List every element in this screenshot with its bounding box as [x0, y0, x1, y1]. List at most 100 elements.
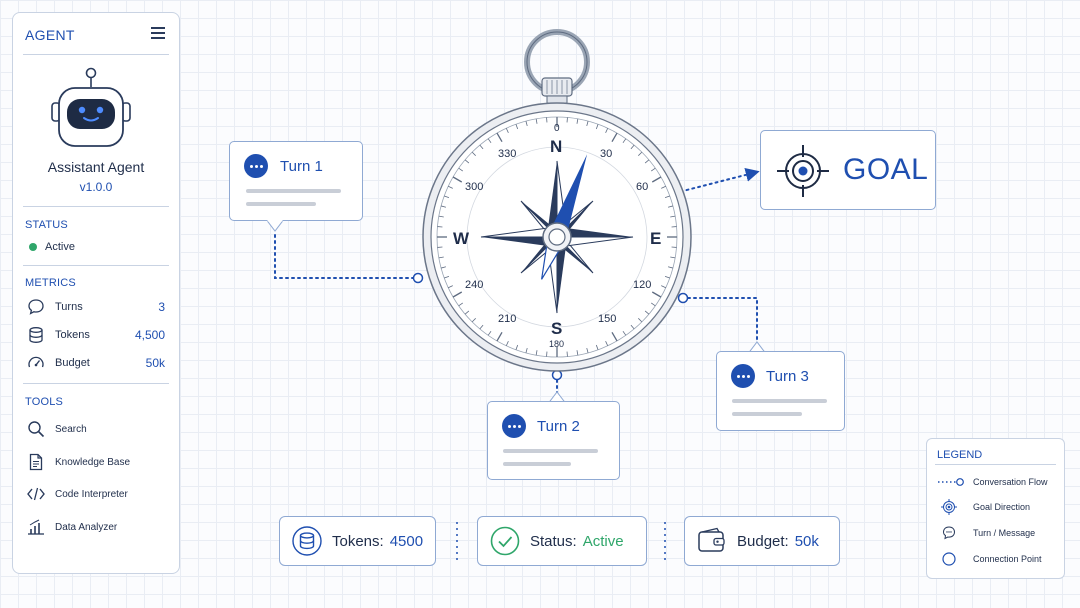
compass-tick — [644, 159, 650, 164]
chat-bubble-icon — [942, 526, 956, 540]
tokens-label: Tokens: — [332, 532, 384, 550]
budget-label: Budget: — [737, 532, 789, 550]
flow-connector-turn1 — [274, 234, 419, 279]
compass-tick — [496, 331, 503, 342]
compass-tick — [505, 128, 509, 133]
compass-tick — [586, 347, 589, 354]
compass-tick — [535, 350, 538, 356]
tool-label: Knowledge Base — [55, 456, 131, 468]
metrics-heading: METRICS — [25, 277, 76, 289]
divider — [23, 383, 169, 384]
placeholder-line — [732, 399, 827, 403]
tool-search[interactable]: Search — [27, 419, 165, 439]
legend: LEGEND Conversation Flow Goal Direction … — [926, 438, 1065, 579]
legend-label: Goal Direction — [973, 502, 1031, 512]
metric-value: 3 — [158, 300, 165, 314]
message-bubble-icon — [731, 364, 755, 388]
tool-label: Search — [55, 423, 87, 435]
compass-tick — [622, 138, 627, 144]
legend-item-flow: Conversation Flow — [937, 474, 1048, 490]
metric-budget: Budget 50k — [27, 353, 165, 373]
divider — [935, 464, 1056, 465]
compass-tick — [458, 302, 464, 307]
compass-tick — [471, 151, 476, 156]
dotted-line-icon — [938, 478, 964, 486]
flow-connector-turn3 — [687, 297, 758, 343]
agent-sidebar: AGENT Assistant Agent v1.0.0 STATUS Acti… — [12, 12, 180, 574]
metric-label: Budget — [55, 357, 90, 369]
compass-tick — [661, 285, 666, 289]
compass-tick — [487, 330, 492, 336]
compass-tick — [438, 215, 444, 218]
metric-value: 50k — [145, 356, 165, 370]
status-row: Active — [29, 241, 75, 253]
tool-knowledge-base[interactable]: Knowledge Base — [27, 452, 165, 472]
compass-tick — [458, 167, 464, 172]
compass-tick — [535, 118, 538, 124]
check-circle-icon — [490, 526, 520, 556]
turn-card-2[interactable]: Turn 2 — [487, 401, 620, 480]
status-value: Active — [582, 532, 624, 550]
agent-name: Assistant Agent — [47, 159, 145, 175]
turn-card-3[interactable]: Turn 3 — [716, 351, 845, 431]
compass-tick — [525, 120, 528, 127]
compass-tick — [487, 138, 492, 144]
turn-title: Turn 2 — [537, 418, 580, 435]
legend-item-goal: Goal Direction — [937, 499, 1030, 515]
legend-title: LEGEND — [937, 449, 983, 461]
tools-heading: TOOLS — [25, 396, 64, 408]
compass-tick — [515, 344, 519, 350]
hamburger-menu-icon[interactable] — [151, 27, 165, 39]
tool-data-analyzer[interactable]: Data Analyzer — [27, 517, 165, 537]
target-icon — [941, 499, 957, 515]
compass-tick — [444, 275, 450, 279]
compass-tick — [638, 318, 643, 323]
compass-tick — [611, 132, 618, 143]
budget-value: 50k — [794, 532, 819, 550]
compass-tick — [452, 291, 463, 298]
compass-tick — [576, 118, 579, 124]
compass-tick — [525, 347, 528, 354]
compass-tick — [670, 215, 676, 218]
compass-tick — [595, 124, 599, 130]
circle-outline-icon — [942, 552, 956, 566]
divider — [23, 54, 169, 55]
legend-item-connection: Connection Point — [937, 551, 1042, 567]
placeholder-line — [503, 462, 571, 466]
compass-tick — [595, 344, 599, 350]
status-heading: STATUS — [25, 219, 68, 231]
compass-tick — [644, 310, 650, 315]
compass-tick — [661, 185, 666, 189]
chat-bubble-icon — [28, 299, 44, 315]
placeholder-line — [732, 412, 802, 416]
compass-tick — [576, 350, 579, 356]
stat-separator — [664, 522, 666, 560]
placeholder-line — [246, 189, 341, 193]
compass-tick — [479, 144, 484, 150]
goal-card[interactable]: GOAL — [760, 130, 936, 210]
bar-chart-icon — [28, 519, 44, 535]
compass-tick — [505, 341, 509, 346]
compass-tick — [651, 176, 662, 183]
metric-value: 4,500 — [134, 328, 165, 342]
search-icon — [28, 421, 45, 438]
status-stat: Status: Active — [477, 516, 647, 566]
tool-code-interpreter[interactable]: Code Interpreter — [27, 484, 165, 504]
legend-item-turn: Turn / Message — [937, 525, 1035, 541]
turn-title: Turn 3 — [766, 368, 809, 385]
compass-ticks — [437, 117, 677, 357]
compass-tick — [464, 310, 470, 315]
compass-tick — [448, 285, 453, 289]
message-bubble-icon — [244, 154, 268, 178]
turn-title: Turn 1 — [280, 158, 323, 175]
database-icon — [292, 526, 322, 556]
database-icon — [29, 327, 43, 343]
compass-tick — [515, 124, 519, 130]
compass-tick — [667, 266, 674, 269]
goal-label: GOAL — [843, 153, 929, 186]
compass-tick — [448, 185, 453, 189]
turn-card-1[interactable]: Turn 1 — [229, 141, 363, 221]
compass-tick — [444, 195, 450, 199]
legend-label: Conversation Flow — [973, 477, 1048, 487]
tokens-value: 4500 — [389, 532, 424, 550]
